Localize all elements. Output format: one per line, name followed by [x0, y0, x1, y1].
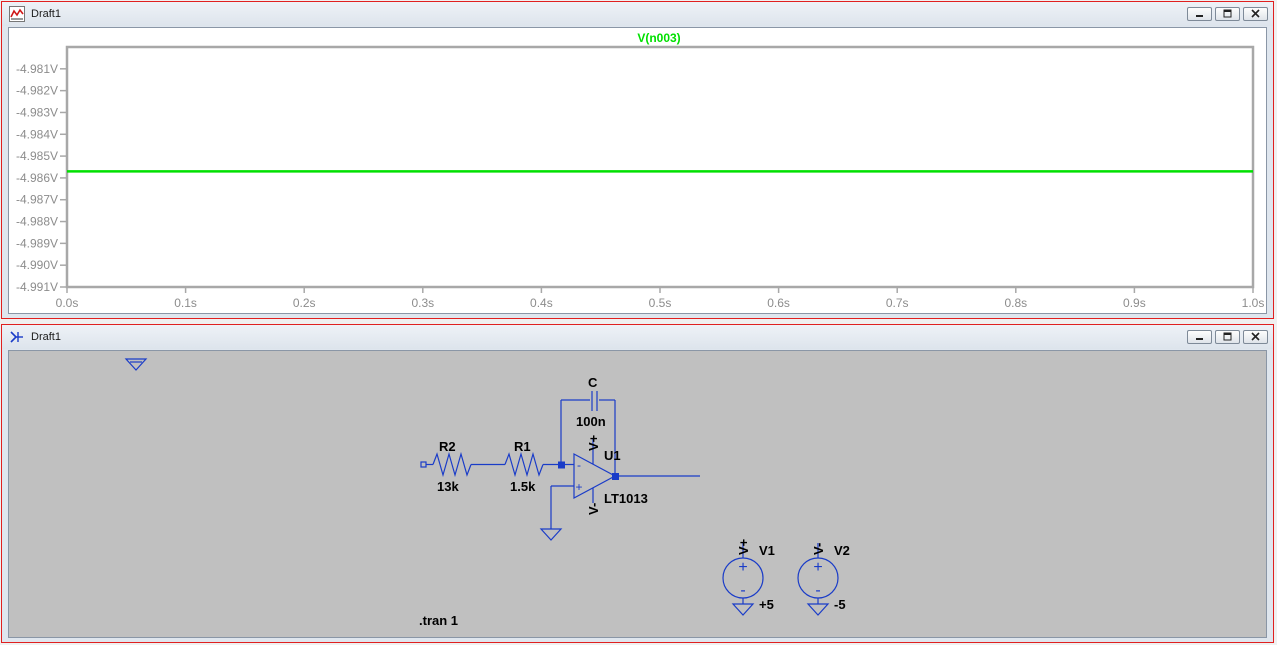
v2-value[interactable]: -5 — [834, 597, 846, 612]
schematic-drawing[interactable]: - + + - + - R2 13k R1 1.5k C 100n U1 LT1… — [9, 351, 1267, 638]
opamp-plus-pin: + — [575, 480, 582, 494]
input-port[interactable] — [420, 461, 427, 468]
x-tick-label: 0.8s — [1004, 296, 1027, 310]
x-tick-label: 0.5s — [649, 296, 672, 310]
junction-dot — [612, 473, 619, 480]
x-tick-label: 0.3s — [411, 296, 434, 310]
v1-minus-sign: - — [740, 582, 745, 599]
v2-minus-sign: - — [815, 582, 820, 599]
restore-button[interactable] — [1215, 330, 1240, 344]
y-tick-label: -4.987V — [16, 193, 58, 207]
restore-icon — [1223, 332, 1232, 341]
y-tick-label: -4.985V — [16, 149, 58, 163]
y-tick-label: -4.982V — [16, 84, 58, 98]
v1-plus-sign: + — [738, 559, 747, 576]
schematic-titlebar[interactable]: Draft1 — [2, 325, 1273, 349]
x-tick-label: 0.9s — [1123, 296, 1146, 310]
waveform-chart[interactable]: -4.981V -4.982V -4.983V -4.984V -4.985V -4.98… — [9, 28, 1267, 314]
close-button[interactable] — [1243, 330, 1268, 344]
junction-dot — [558, 461, 565, 469]
y-tick-label: -4.990V — [16, 258, 58, 272]
opamp-minus-pin: - — [577, 458, 581, 472]
r2-resistor[interactable] — [432, 451, 472, 478]
u1-model[interactable]: LT1013 — [604, 491, 648, 506]
v1-label[interactable]: V1 — [759, 543, 775, 558]
minimize-button[interactable] — [1187, 7, 1212, 21]
u1-opamp[interactable] — [573, 452, 617, 500]
y-tick-label: -4.991V — [16, 280, 58, 294]
r1-value[interactable]: 1.5k — [510, 479, 536, 494]
c-capacitor[interactable] — [591, 391, 598, 411]
r2-value[interactable]: 13k — [437, 479, 459, 494]
v2-label[interactable]: V2 — [834, 543, 850, 558]
v2-net-label[interactable]: V- — [811, 543, 826, 555]
spice-directive[interactable]: .tran 1 — [419, 613, 458, 628]
v1-value[interactable]: +5 — [759, 597, 774, 612]
waveform-icon — [9, 6, 25, 22]
r1-resistor[interactable] — [504, 451, 544, 478]
x-tick-label: 0.4s — [530, 296, 553, 310]
r2-label[interactable]: R2 — [439, 439, 456, 454]
ground-symbol[interactable] — [731, 603, 755, 616]
plot-window[interactable]: Draft1 -4.981V-4.982V-4.983V-4.984V-4.98… — [1, 1, 1274, 319]
trace-label[interactable]: V(n003) — [637, 31, 680, 45]
ground-symbol[interactable] — [806, 603, 830, 616]
minimize-icon — [1196, 15, 1203, 17]
y-tick-label: -4.984V — [16, 127, 58, 141]
plot-window-title: Draft1 — [31, 8, 61, 20]
minimize-icon — [1196, 338, 1203, 340]
y-tick-label: -4.988V — [16, 215, 58, 229]
v1-net-label[interactable]: V+ — [736, 538, 751, 555]
c-label[interactable]: C — [588, 375, 598, 390]
y-tick-label: -4.989V — [16, 236, 58, 250]
schematic-icon — [10, 331, 23, 343]
x-tick-label: 1.0s — [1242, 296, 1265, 310]
x-tick-label: 0.1s — [174, 296, 197, 310]
plot-titlebar[interactable]: Draft1 — [2, 2, 1273, 26]
y-tick-label: -4.986V — [16, 171, 58, 185]
x-tick-label: 0.2s — [293, 296, 316, 310]
close-icon — [1251, 9, 1260, 18]
x-tick-label: 0.6s — [767, 296, 790, 310]
restore-button[interactable] — [1215, 7, 1240, 21]
minimize-button[interactable] — [1187, 330, 1212, 344]
x-tick-label: 0.7s — [886, 296, 909, 310]
schematic-window[interactable]: Draft1 — [1, 324, 1274, 643]
y-tick-label: -4.981V — [16, 62, 58, 76]
x-tick-label: 0.0s — [56, 296, 79, 310]
close-icon — [1251, 332, 1260, 341]
plot-frame[interactable] — [65, 45, 1255, 289]
r1-label[interactable]: R1 — [514, 439, 531, 454]
schematic-window-title: Draft1 — [31, 331, 61, 343]
u1-vplus-label: V+ — [586, 434, 601, 451]
c-value[interactable]: 100n — [576, 414, 606, 429]
plot-area[interactable]: -4.981V -4.982V -4.983V -4.984V -4.985V -4.98… — [8, 27, 1267, 314]
close-button[interactable] — [1243, 7, 1268, 21]
restore-icon — [1223, 9, 1232, 18]
schematic-canvas[interactable]: - + + - + - R2 13k R1 1.5k C 100n U1 LT1… — [8, 350, 1267, 638]
ground-symbol[interactable] — [539, 528, 563, 541]
y-tick-label: -4.983V — [16, 105, 58, 119]
u1-label[interactable]: U1 — [604, 448, 621, 463]
v2-plus-sign: + — [813, 559, 822, 576]
ground-symbol[interactable] — [124, 358, 148, 371]
u1-vminus-label: V- — [586, 503, 601, 515]
